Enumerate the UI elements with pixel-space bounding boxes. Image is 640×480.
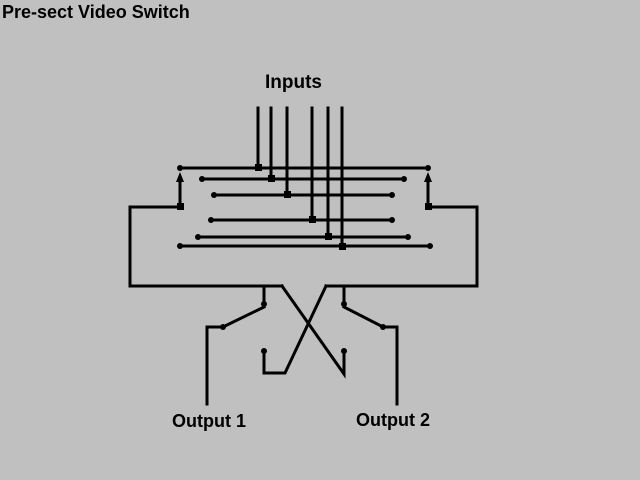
output-2-switch-blade — [341, 304, 386, 330]
contact-point — [401, 176, 407, 182]
left-wiper-arrowhead — [176, 172, 184, 182]
output-2-wire — [381, 325, 399, 406]
cross-wire-a — [279, 283, 346, 379]
junction-4 — [309, 216, 316, 223]
junction-3 — [284, 191, 291, 198]
contact-point — [208, 217, 214, 223]
diagram-title: Pre-sect Video Switch — [2, 2, 190, 22]
contact-point — [389, 192, 395, 198]
contact-point — [177, 165, 183, 171]
contact-point — [425, 165, 431, 171]
left-wiper-pivot — [177, 203, 184, 210]
contact-point — [195, 234, 201, 240]
right-wiper-pivot — [425, 203, 432, 210]
output-1-switch-blade — [220, 304, 267, 330]
contact-points — [177, 165, 433, 354]
contact-point — [380, 324, 386, 330]
contact-point — [261, 348, 267, 354]
right-wiper-arrowhead — [424, 172, 432, 182]
contact-point — [427, 243, 433, 249]
contact-point — [389, 217, 395, 223]
inputs-label: Inputs — [265, 72, 322, 93]
contact-point — [405, 234, 411, 240]
junction-6 — [339, 243, 346, 250]
contact-point — [177, 243, 183, 249]
contact-point — [211, 192, 217, 198]
cross-wire-b — [262, 284, 328, 375]
selector-bars — [178, 166, 432, 248]
right-loop-wire — [324, 205, 479, 288]
junction-1 — [255, 164, 262, 171]
output-1-wire — [205, 325, 225, 406]
left-loop-wire — [128, 205, 284, 288]
contact-point — [341, 301, 347, 307]
contact-point — [199, 176, 205, 182]
contact-point — [261, 301, 267, 307]
output-1-label: Output 1 — [172, 411, 246, 431]
junction-5 — [325, 233, 332, 240]
output-2-label: Output 2 — [356, 410, 430, 430]
contact-point — [341, 348, 347, 354]
junction-2 — [268, 175, 275, 182]
contact-point — [220, 324, 226, 330]
